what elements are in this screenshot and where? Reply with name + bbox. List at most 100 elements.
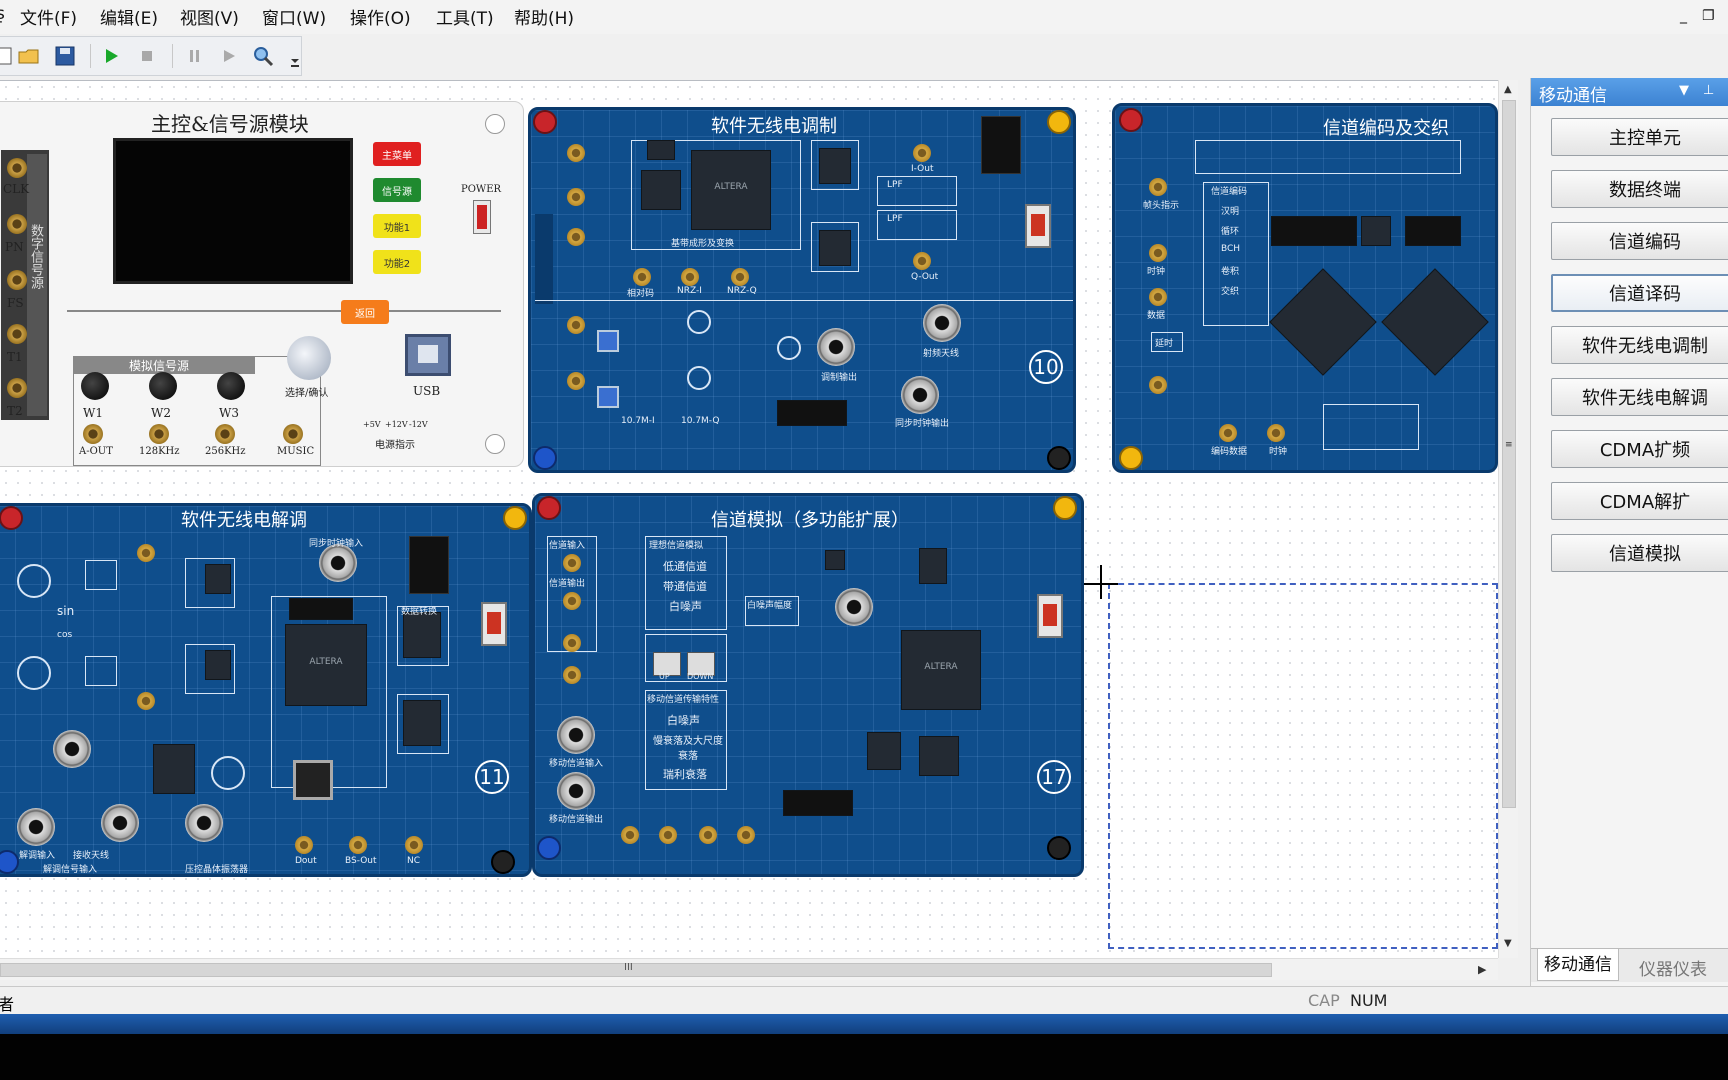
sync-clock-input-bnc[interactable] [319,544,357,582]
design-canvas[interactable]: 主控&信号源模块 数字信号源 CLK PN FS T1 T2 主菜单 信号源 功… [0,80,1498,958]
modulator-module[interactable]: 软件无线电调制 ALTERA 基带成形及变换 LPF LPF I-Out Q-O… [528,107,1076,473]
w1-knob[interactable] [81,372,109,400]
bnc[interactable] [53,730,91,768]
app-menu-icon[interactable]: ʂ [0,4,5,24]
stop-icon[interactable] [136,45,158,67]
sync-clock-output-bnc[interactable] [901,376,939,414]
signal-source-button[interactable]: 信号源 [373,178,421,202]
function1-button[interactable]: 功能1 [373,214,421,238]
fs-jack[interactable] [7,270,27,290]
return-button[interactable]: 返回 [341,300,389,324]
scroll-right-icon[interactable]: ▶ [1478,963,1487,976]
mobile-channel-input-bnc[interactable] [557,716,595,754]
module-power-switch[interactable] [1037,594,1063,638]
menu-window[interactable]: 窗口(W) [262,9,327,29]
panel-button-sdr-modulation[interactable]: 软件无线电调制 [1551,326,1728,364]
module-power-switch[interactable] [1025,204,1051,248]
bottom-jack[interactable] [621,826,639,844]
pot-i[interactable] [597,330,619,352]
coded-data-jack[interactable] [1219,424,1237,442]
pot-q[interactable] [597,386,619,408]
bottom-jack[interactable] [699,826,717,844]
jack[interactable] [563,666,581,684]
dropdown-icon[interactable]: ▼ [1679,83,1689,98]
horizontal-scroll-thumb[interactable] [0,963,1272,977]
w3-knob[interactable] [217,372,245,400]
save-icon[interactable] [54,45,76,67]
clk-jack[interactable] [7,158,27,178]
noise-level-pot[interactable] [835,588,873,626]
receive-antenna-bnc[interactable] [101,804,139,842]
panel-button-channel-decoding[interactable]: 信道译码 [1551,274,1728,312]
dout-jack[interactable] [295,836,313,854]
256khz-jack[interactable] [215,424,235,444]
vertical-scrollbar[interactable]: ▲ ≡ ▼ [1498,80,1518,958]
q-out-jack[interactable] [913,252,931,270]
data-jack[interactable] [1149,288,1167,306]
panel-button-sdr-demodulation[interactable]: 软件无线电解调 [1551,378,1728,416]
new-file-icon[interactable] [0,45,16,67]
menu-help[interactable]: 帮助(H) [514,9,575,29]
push-button[interactable] [293,760,333,800]
run-icon[interactable] [100,45,122,67]
pin-icon[interactable]: ⊥ [1703,83,1715,98]
input-jack[interactable] [567,144,585,162]
panel-button-data-terminal[interactable]: 数据终端 [1551,170,1728,208]
zoom-icon[interactable] [252,45,274,67]
menu-view[interactable]: 视图(V) [180,9,239,29]
demodulator-module[interactable]: 软件无线电解调 sin cos ALTERA 同步时钟输入 [0,503,532,877]
tab-instruments[interactable]: 仪器仪表 [1639,960,1707,980]
minimize-button[interactable]: _ [1680,8,1687,24]
panel-button-channel-sim[interactable]: 信道模拟 [1551,534,1728,572]
restore-button[interactable]: ❐ [1702,8,1715,24]
channel-output-jack[interactable] [563,592,581,610]
bottom-jack[interactable] [737,826,755,844]
panel-button-cdma-despread[interactable]: CDMA解扩 [1551,482,1728,520]
module-power-switch[interactable] [481,602,507,646]
selection-placeholder[interactable] [1108,583,1498,949]
up-button[interactable] [653,652,681,676]
q-in-jack[interactable] [567,372,585,390]
horizontal-scrollbar[interactable]: III ▶ [0,958,1498,980]
relative-code-jack[interactable] [633,268,651,286]
channel-coding-module[interactable]: 信道编码及交织 信道编码 汉明 循环 BCH 卷积 交织 帧头指示 时钟 数据 … [1112,103,1498,473]
open-folder-icon[interactable] [18,45,40,67]
frame-head-jack[interactable] [1149,178,1167,196]
vertical-scroll-thumb[interactable] [1502,100,1516,808]
jack[interactable] [563,634,581,652]
t2-jack[interactable] [7,378,27,398]
menu-file[interactable]: 文件(F) [20,9,78,29]
pn-jack[interactable] [7,214,27,234]
select-confirm-dial[interactable] [287,336,331,380]
channel-sim-module[interactable]: 信道模拟（多功能扩展） 信道输入 信道输出 理想信道模拟 低通信道 带通信道 白… [532,493,1084,877]
menu-tools[interactable]: 工具(T) [436,9,494,29]
down-button[interactable] [687,652,715,676]
panel-button-main-control[interactable]: 主控单元 [1551,118,1728,156]
clock-jack[interactable] [1149,244,1167,262]
bs-out-jack[interactable] [349,836,367,854]
tab-mobile-comm[interactable]: 移动通信 [1537,949,1619,981]
modulation-output-bnc[interactable] [817,328,855,366]
ad-input-jack[interactable] [137,692,155,710]
128khz-jack[interactable] [149,424,169,444]
step-icon[interactable] [218,45,240,67]
function2-button[interactable]: 功能2 [373,250,421,274]
scroll-down-icon[interactable]: ▼ [1504,938,1512,949]
pause-icon[interactable] [184,45,206,67]
nrz-q-jack[interactable] [731,268,749,286]
delay-output-jack[interactable] [1149,376,1167,394]
i-in-jack[interactable] [567,316,585,334]
main-menu-button[interactable]: 主菜单 [373,142,421,166]
channel-input-jack[interactable] [563,554,581,572]
demod-input-bnc[interactable] [17,808,55,846]
a-out-jack[interactable] [83,424,103,444]
music-jack[interactable] [283,424,303,444]
menu-edit[interactable]: 编辑(E) [100,9,159,29]
vco-bnc[interactable] [185,804,223,842]
scroll-up-icon[interactable]: ▲ [1504,84,1512,95]
coded-clock-jack[interactable] [1267,424,1285,442]
w2-knob[interactable] [149,372,177,400]
menu-operation[interactable]: 操作(O) [350,9,411,29]
input-jack[interactable] [567,188,585,206]
more-icon[interactable] [284,51,306,73]
